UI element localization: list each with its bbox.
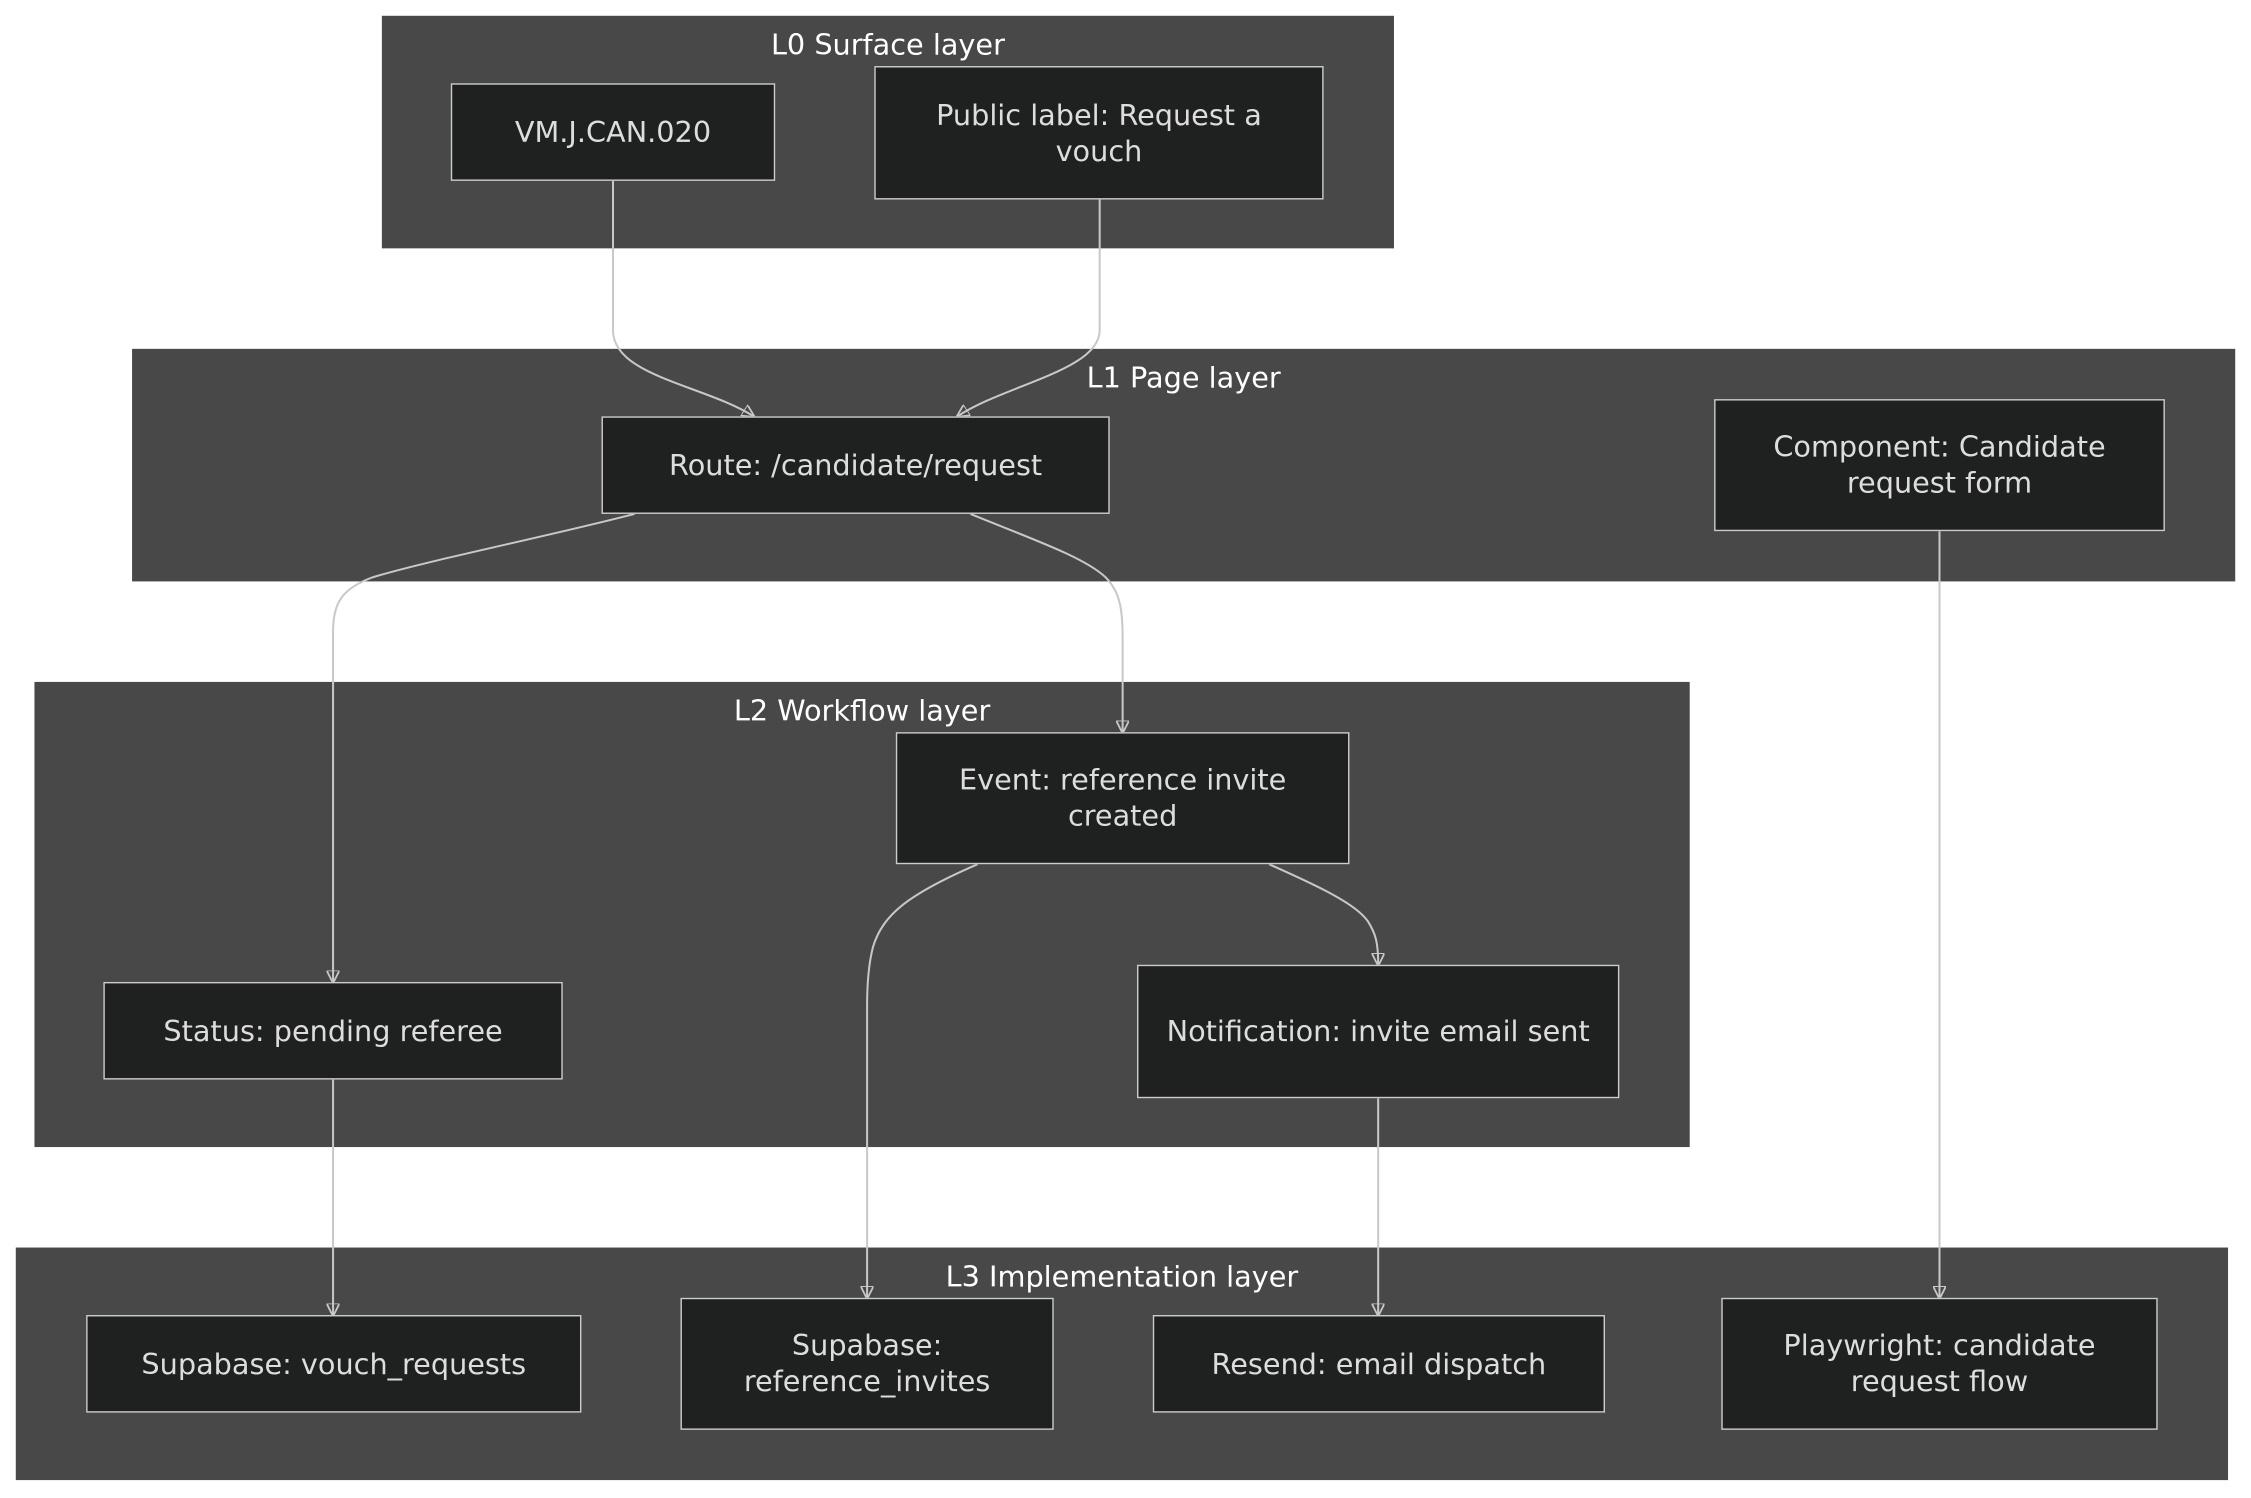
node-component[interactable]: Component: Candidate request form: [1714, 399, 2165, 532]
node-event[interactable]: Event: reference invite created: [895, 732, 1350, 865]
edge-route-to-event: [970, 513, 1122, 732]
layer-l0-title: L0 Surface layer: [770, 27, 1005, 62]
node-status[interactable]: Status: pending referee: [103, 981, 563, 1080]
layer-l2-title: L2 Workflow layer: [733, 693, 991, 728]
edge-surface-id-to-route: [611, 180, 754, 416]
layer-l3-title: L3 Implementation layer: [945, 1259, 1299, 1294]
edge-public-label-to-route: [958, 199, 1101, 417]
edge-event-to-supabase-invites: [867, 863, 979, 1298]
edge-route-to-status: [333, 512, 635, 982]
node-playwright[interactable]: Playwright: candidate request flow: [1721, 1297, 2158, 1430]
node-surface-id[interactable]: VM.J.CAN.020: [450, 83, 776, 181]
node-route[interactable]: Route: /candidate/request: [601, 416, 1110, 514]
node-supabase-vouch-requests[interactable]: Supabase: vouch_requests: [86, 1315, 582, 1413]
layer-l1-title: L1 Page layer: [1086, 360, 1281, 395]
node-notification[interactable]: Notification: invite email sent: [1136, 964, 1620, 1099]
node-resend-email-dispatch[interactable]: Resend: email dispatch: [1152, 1315, 1606, 1413]
node-public-label[interactable]: Public label: Request a vouch: [874, 66, 1324, 200]
edge-event-to-notification: [1268, 863, 1378, 964]
node-supabase-reference-invites[interactable]: Supabase: reference_invites: [680, 1297, 1054, 1430]
